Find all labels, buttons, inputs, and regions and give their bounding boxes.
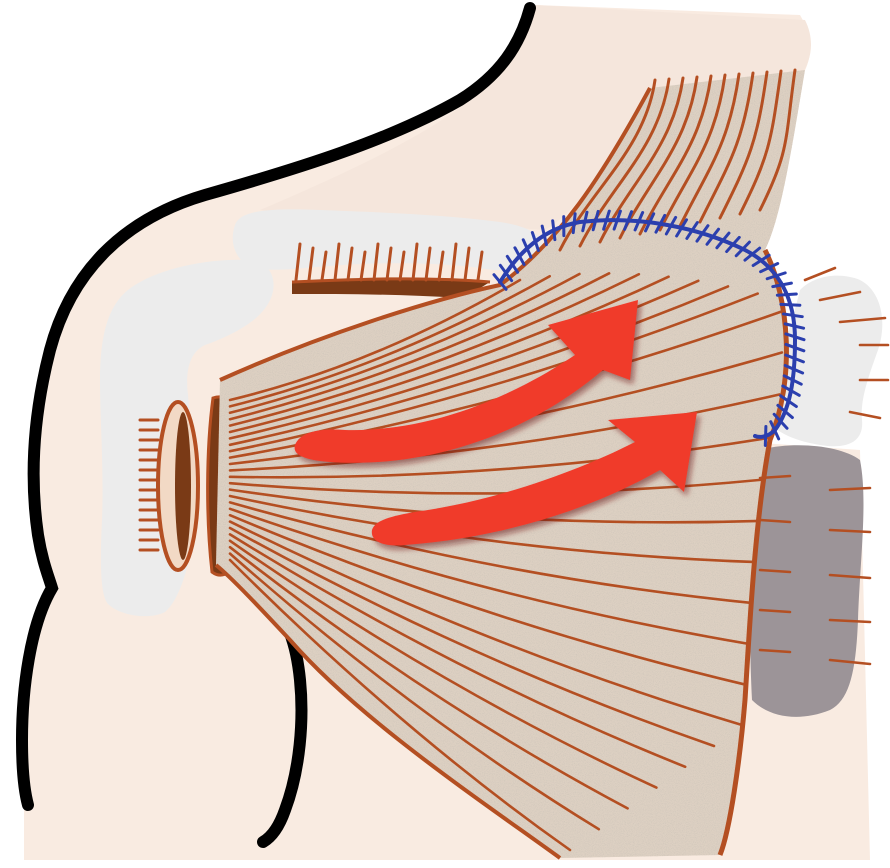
suture-stitch	[573, 214, 575, 233]
scapula-shadow-tissue	[750, 445, 864, 717]
suture-stitch	[777, 294, 796, 295]
suture-stitch	[781, 304, 800, 305]
suture-stitch	[765, 427, 766, 446]
